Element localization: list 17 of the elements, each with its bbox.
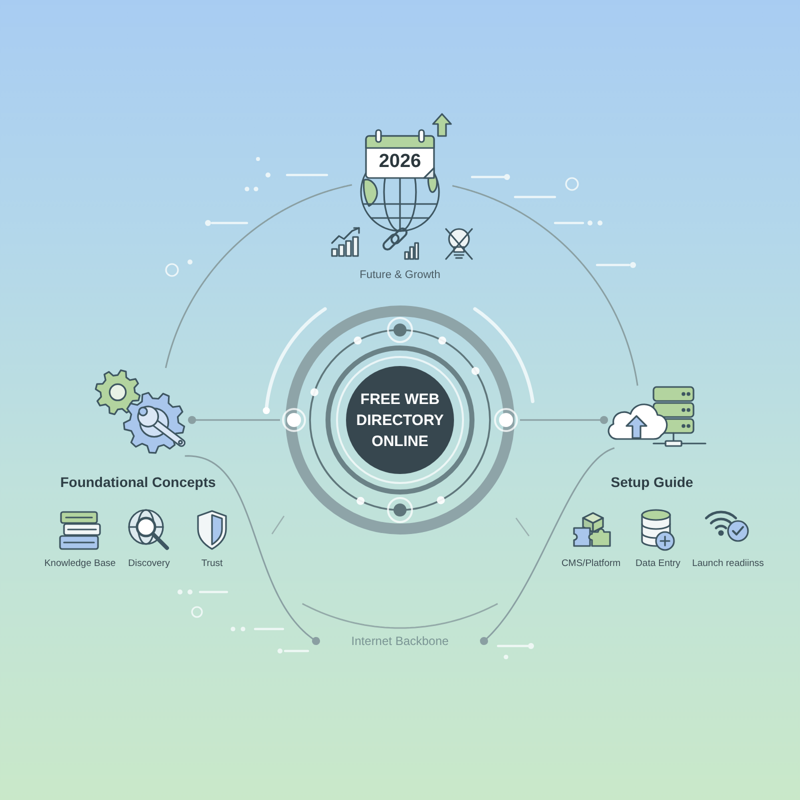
connector-line bbox=[164, 184, 352, 368]
section-heading: Foundational Concepts bbox=[60, 474, 216, 491]
item-label: Trust bbox=[201, 558, 223, 570]
backbone-label: Internet Backbone bbox=[351, 633, 449, 649]
item-label: Discovery bbox=[128, 558, 170, 570]
connector-line bbox=[184, 455, 320, 646]
connector-line bbox=[480, 447, 615, 646]
section-caption: Future & Growth bbox=[360, 269, 440, 282]
year-label: 2026 bbox=[378, 151, 422, 173]
item-label: CMS/Platform bbox=[561, 558, 621, 570]
connector-line bbox=[520, 416, 608, 424]
item-label: Knowledge Base bbox=[44, 558, 116, 570]
connector-line bbox=[452, 185, 638, 386]
item-label: Data Entry bbox=[636, 558, 680, 570]
connector-line bbox=[188, 416, 280, 424]
item-label: Launch readiinss bbox=[692, 558, 764, 570]
section-heading: Setup Guide bbox=[610, 474, 694, 491]
